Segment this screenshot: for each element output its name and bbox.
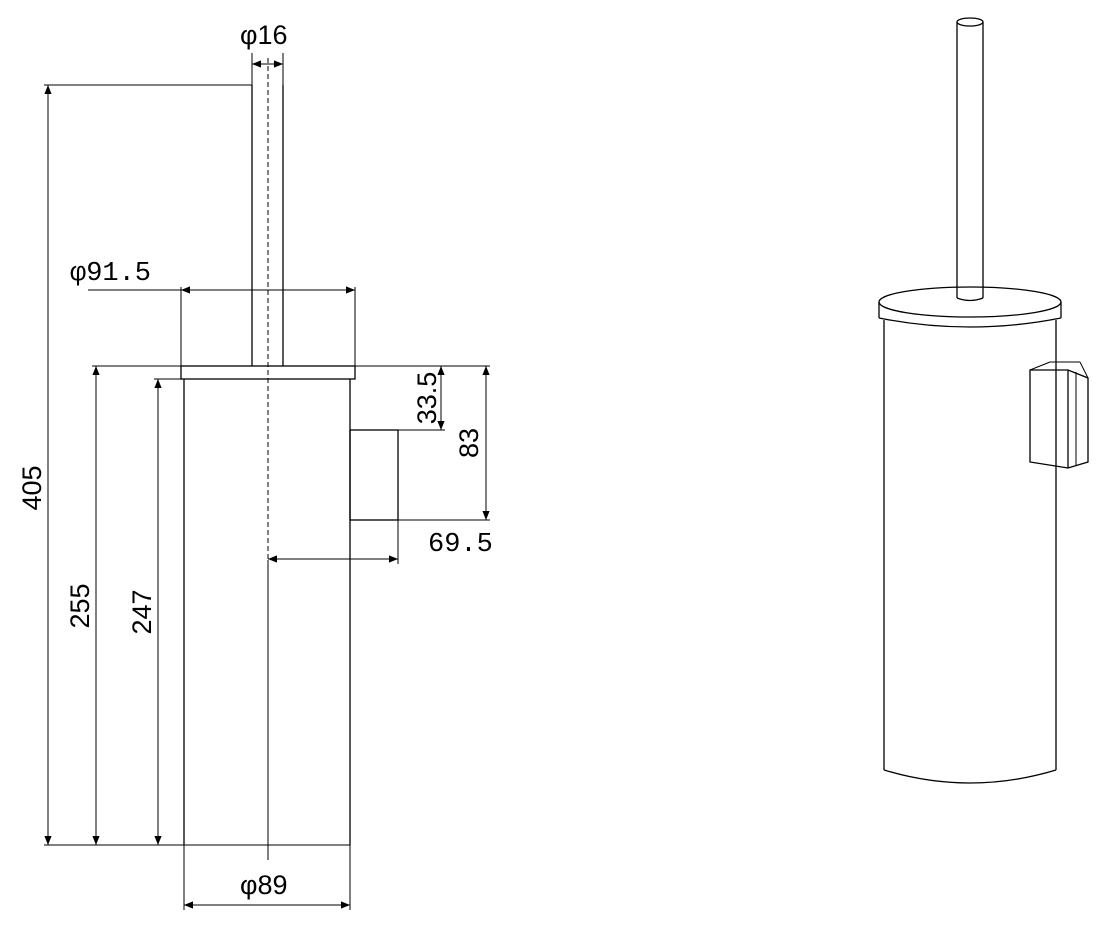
dim-bracket-height: 83 (454, 366, 490, 520)
dim-lid-to-bracket-label: 33.5 (412, 372, 442, 425)
dim-bracket-height-label: 83 (454, 428, 484, 458)
handle-rod (251, 53, 284, 366)
dim-rod-diameter: φ16 (240, 20, 288, 68)
body-container (183, 379, 351, 910)
perspective-body (883, 320, 1057, 784)
dim-rod-diameter-label: φ16 (240, 20, 288, 50)
dim-lid-diameter: φ91.5 (70, 259, 355, 294)
dim-lid-to-bracket: 33.5 (412, 366, 445, 430)
lid (180, 287, 356, 380)
dim-body-diameter-label: φ89 (240, 870, 288, 900)
dim-overall-height-label: 405 (17, 465, 47, 510)
dim-body-height-label: 255 (65, 583, 95, 628)
dim-body-inner-height: 247 (127, 379, 162, 845)
front-view: φ16 φ91.5 405 255 247 33.5 (17, 20, 493, 910)
perspective-rod (956, 17, 984, 302)
perspective-view (878, 17, 1089, 784)
dim-lid-diameter-label: φ91.5 (70, 259, 151, 289)
extension-lines (44, 84, 490, 846)
dim-bracket-depth: 69.5 (268, 530, 493, 563)
perspective-lid (878, 286, 1062, 328)
dim-body-inner-height-label: 247 (127, 589, 157, 634)
dim-body-height: 255 (65, 366, 100, 845)
dim-body-diameter: φ89 (184, 870, 350, 909)
dim-overall-height: 405 (17, 85, 52, 845)
perspective-bracket (1029, 361, 1089, 469)
wall-bracket (349, 429, 399, 564)
dim-bracket-depth-label: 69.5 (428, 530, 493, 560)
